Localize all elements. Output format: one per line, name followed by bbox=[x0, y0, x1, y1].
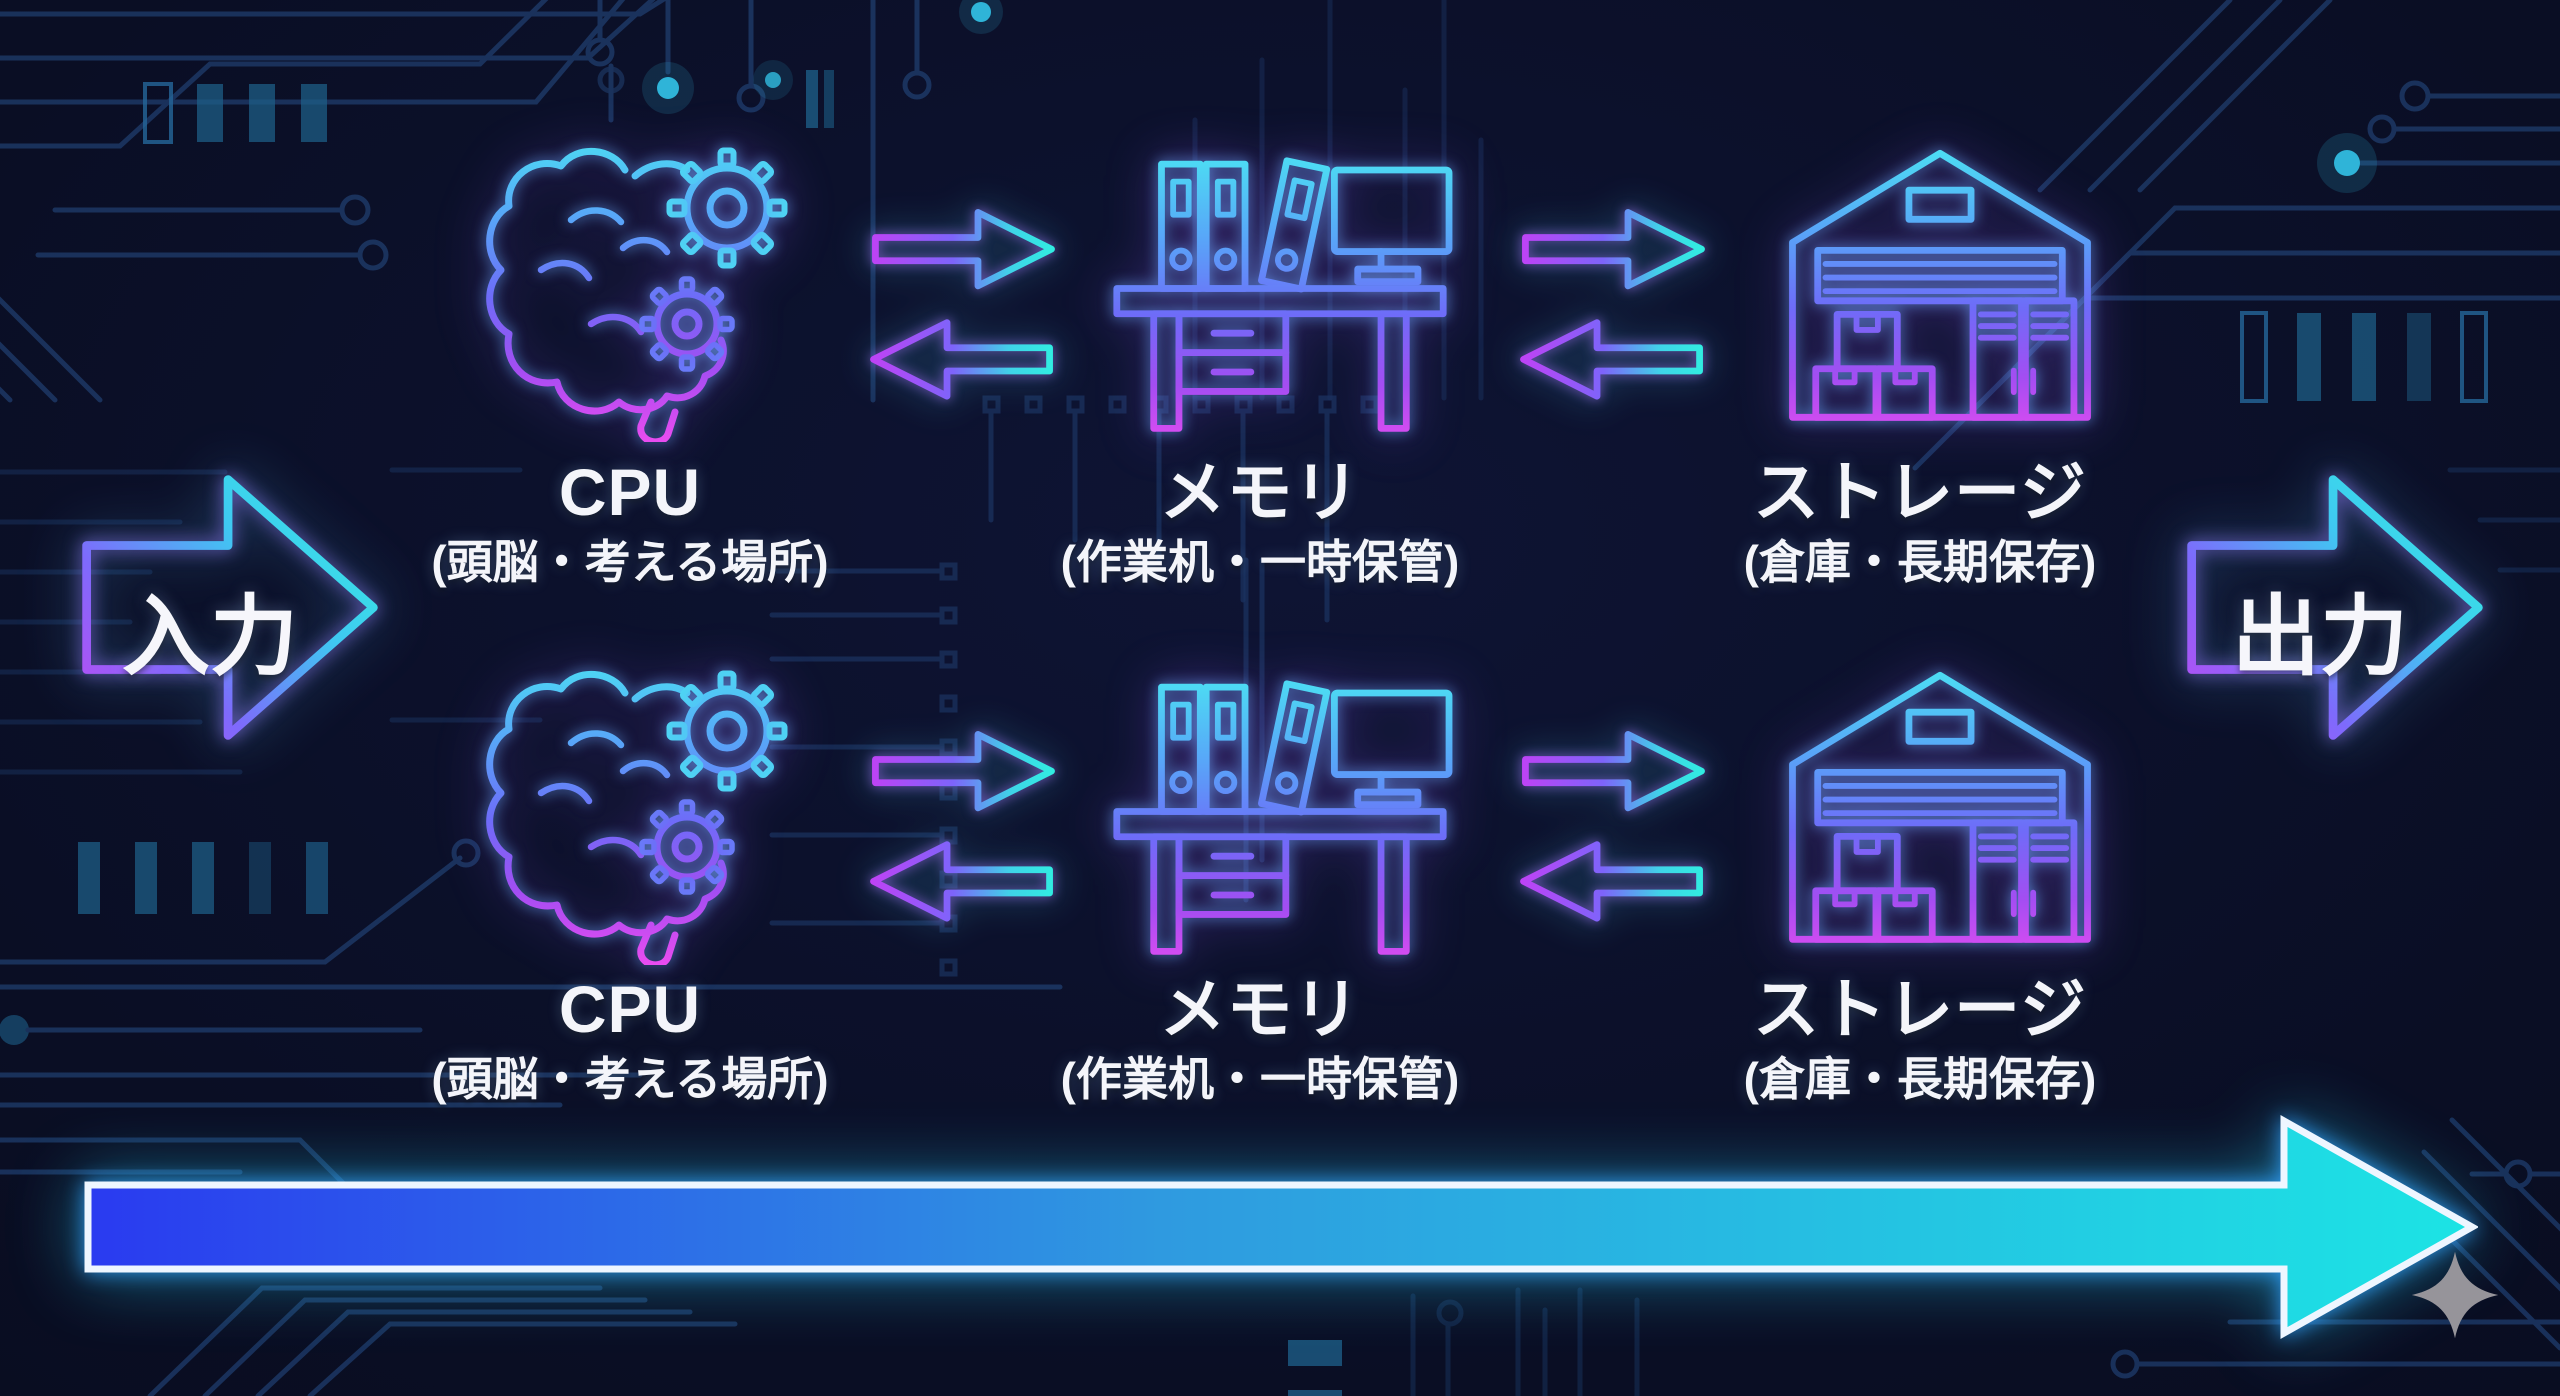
solder-pads bbox=[78, 70, 2488, 1396]
sparkle-icon bbox=[2411, 1251, 2499, 1339]
station-subtitle: (頭脳・考える場所) bbox=[431, 1053, 829, 1105]
station-title: ストレージ bbox=[1753, 455, 2087, 529]
exchange-arrows-icon bbox=[1515, 193, 1710, 401]
station-title: CPU bbox=[558, 455, 702, 529]
desk-icon bbox=[1105, 658, 1455, 964]
station-label-storage: ストレージ (倉庫・長期保存) bbox=[1595, 455, 2245, 591]
exchange-arrows-icon bbox=[1515, 715, 1710, 923]
station-title: CPU bbox=[558, 972, 702, 1046]
station-subtitle: (倉庫・長期保存) bbox=[1743, 536, 2097, 588]
station-title: ストレージ bbox=[1753, 972, 2087, 1046]
station-subtitle: (倉庫・長期保存) bbox=[1743, 1053, 2097, 1105]
station-title: メモリ bbox=[1159, 972, 1361, 1046]
station-label-cpu: CPU (頭脳・考える場所) bbox=[320, 455, 940, 591]
station-label-memory: メモリ (作業机・一時保管) bbox=[950, 455, 1570, 591]
exchange-arrows-icon bbox=[865, 193, 1060, 401]
glow-dots bbox=[642, 0, 2377, 193]
warehouse-icon bbox=[1775, 650, 2105, 951]
station-label-storage: ストレージ (倉庫・長期保存) bbox=[1595, 972, 2245, 1108]
station-title: メモリ bbox=[1159, 455, 1361, 529]
exchange-arrows-icon bbox=[865, 715, 1060, 923]
station-label-cpu: CPU (頭脳・考える場所) bbox=[320, 972, 940, 1108]
output-arrow-label: 出力 bbox=[2231, 587, 2408, 686]
brain-gears-icon bbox=[475, 635, 820, 965]
flow-arrow-right-icon bbox=[84, 1115, 2478, 1339]
station-subtitle: (頭脳・考える場所) bbox=[431, 536, 829, 588]
station-subtitle: (作業机・一時保管) bbox=[1060, 1053, 1460, 1105]
station-subtitle: (作業机・一時保管) bbox=[1060, 536, 1460, 588]
input-arrow-label: 入力 bbox=[121, 587, 298, 686]
warehouse-icon bbox=[1775, 128, 2105, 429]
desk-icon bbox=[1105, 135, 1455, 441]
brain-gears-icon bbox=[475, 112, 820, 442]
station-label-memory: メモリ (作業机・一時保管) bbox=[950, 972, 1570, 1108]
